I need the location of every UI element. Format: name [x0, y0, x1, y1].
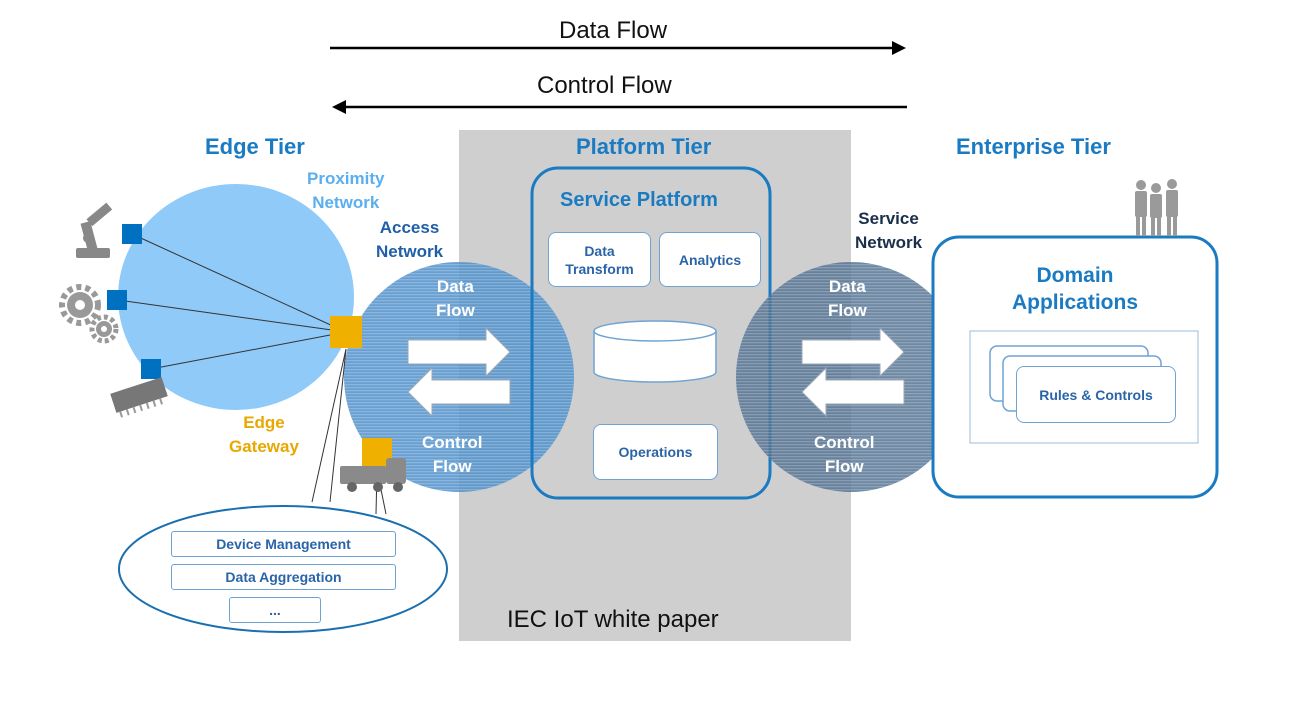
enterprise-tier-title: Enterprise Tier	[956, 134, 1111, 159]
access-control-flow-arrow	[407, 366, 511, 418]
control-flow-label: Control Flow	[537, 72, 672, 99]
data-flow-label: Data Flow	[559, 17, 668, 44]
device-node	[107, 290, 127, 310]
operations-box: Operations	[593, 424, 718, 480]
analytics-box: Analytics	[659, 232, 761, 287]
device-node	[122, 224, 142, 244]
proximity-network-circle	[118, 184, 354, 410]
service-data-flow-arrow	[801, 326, 905, 378]
rules-container	[969, 330, 1199, 444]
people-icon	[1135, 179, 1178, 236]
truck-icon	[340, 458, 406, 492]
robot-arm-icon	[76, 202, 113, 258]
access-network-hatch	[344, 262, 574, 492]
database-icon	[593, 320, 717, 383]
edge-gateway-node	[330, 316, 362, 348]
chip-icon	[110, 377, 168, 418]
service-platform-title: Service Platform	[560, 189, 718, 211]
proximity-links	[117, 233, 347, 370]
data-aggregation-box: Data Aggregation	[171, 564, 396, 590]
rules-controls-box: Rules & Controls	[1016, 366, 1176, 423]
data-flow-arrowhead	[892, 41, 906, 55]
service-control-flow-arrow	[801, 366, 905, 418]
control-flow-arrowhead	[332, 100, 346, 114]
service-network-hatch	[736, 262, 966, 492]
caption: IEC IoT white paper	[507, 606, 719, 633]
platform-tier-title: Platform Tier	[576, 134, 712, 159]
device-node	[141, 359, 161, 379]
device-management-box: Device Management	[171, 531, 396, 557]
access-data-flow-arrow	[407, 326, 511, 378]
gears-icon	[59, 284, 119, 344]
edge-tier-title: Edge Tier	[205, 134, 305, 159]
more-functions-box: ...	[229, 597, 321, 623]
